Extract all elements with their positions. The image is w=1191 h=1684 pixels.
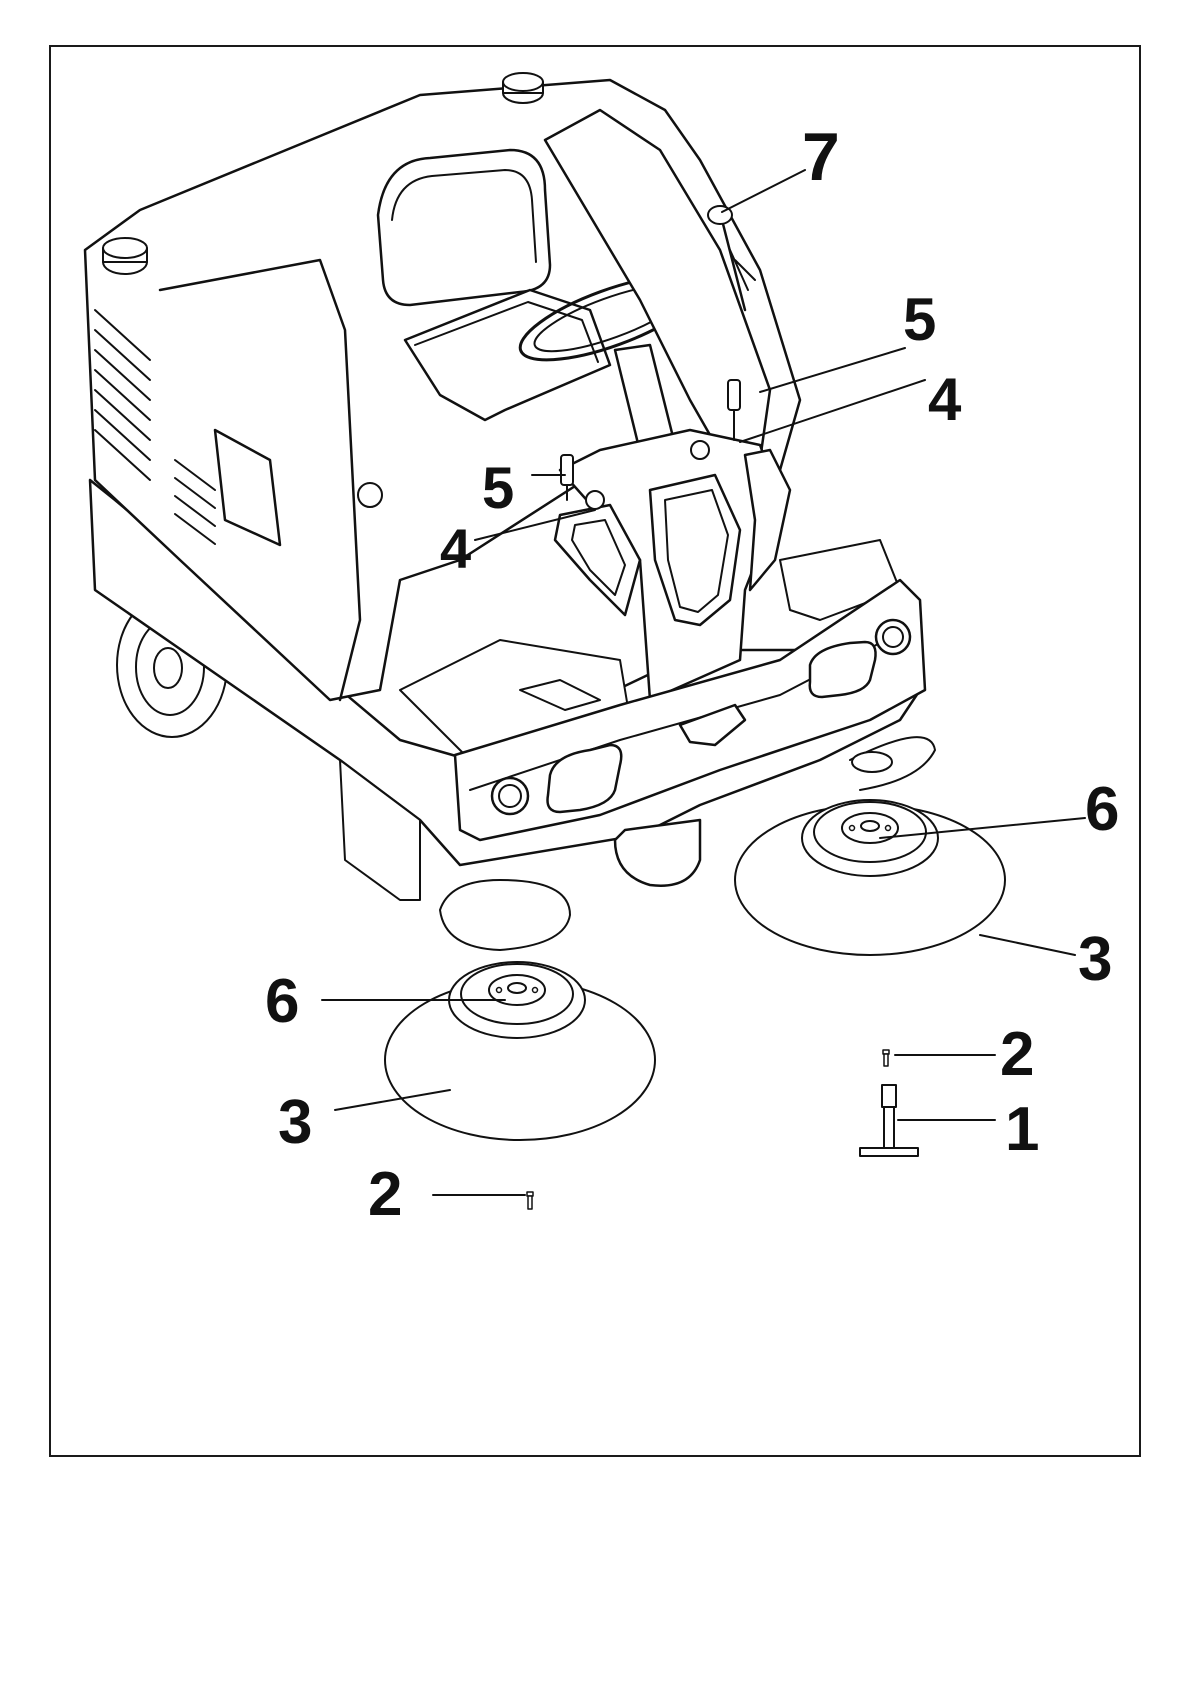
callout-2-right: 2 <box>1000 1020 1034 1089</box>
callout-1: 1 <box>1005 1095 1039 1164</box>
callout-7: 7 <box>802 119 840 195</box>
bolt-right <box>883 1050 889 1066</box>
filler-cap-right <box>503 73 543 103</box>
callout-5-top: 5 <box>903 286 936 353</box>
callout-5-mid: 5 <box>482 456 514 521</box>
callout-3-right: 3 <box>1078 925 1112 994</box>
callout-6-right: 6 <box>1085 775 1119 844</box>
callout-2-bottom: 2 <box>368 1160 402 1229</box>
side-button-icon <box>358 483 382 507</box>
dashboard-dial-icon <box>691 441 709 459</box>
front-wheel <box>615 820 700 886</box>
dashboard-dial-icon <box>586 491 604 509</box>
callout-4-mid: 4 <box>440 517 471 580</box>
callout-3-left: 3 <box>278 1088 312 1157</box>
side-brush-left <box>385 880 655 1140</box>
headlight-right <box>876 620 910 654</box>
headlight-left <box>492 778 528 814</box>
bolt-bottom <box>527 1192 533 1209</box>
filler-cap-left <box>103 238 147 274</box>
callout-4-top: 4 <box>928 366 962 433</box>
callout-6-left: 6 <box>265 967 299 1036</box>
